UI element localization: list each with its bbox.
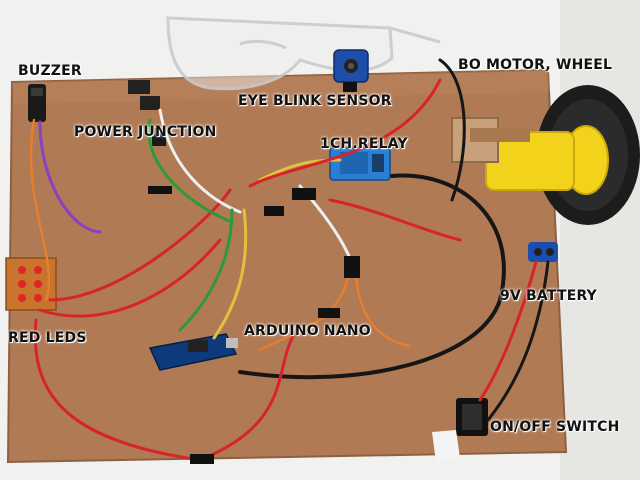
bo-motor-wheel: [451, 85, 640, 225]
power-junction: [128, 80, 166, 146]
on-off-switch: [432, 398, 488, 462]
buzzer: [28, 84, 46, 122]
label-arduino-nano: ARDUINO NANO: [244, 323, 371, 339]
label-buzzer: BUZZER: [18, 63, 82, 79]
wires: [29, 58, 550, 462]
label-relay: 1CH.RELAY: [320, 136, 408, 152]
label-eye-blink-sensor: EYE BLINK SENSOR: [238, 93, 392, 109]
label-9v-battery: 9V BATTERY: [500, 288, 598, 304]
label-red-leds: RED LEDS: [8, 330, 87, 346]
relay-module: [329, 147, 391, 181]
arduino-nano: [148, 333, 238, 371]
label-bo-motor-wheel: BO MOTOR, WHEEL: [458, 57, 613, 73]
base-board: [6, 68, 568, 464]
label-power-junction: POWER JUNCTION: [74, 124, 217, 140]
battery-clip: [528, 242, 558, 262]
wire-connectors: [148, 186, 360, 464]
label-on-off-switch: ON/OFF SWITCH: [490, 419, 620, 435]
eye-blink-sensor: [333, 49, 369, 92]
